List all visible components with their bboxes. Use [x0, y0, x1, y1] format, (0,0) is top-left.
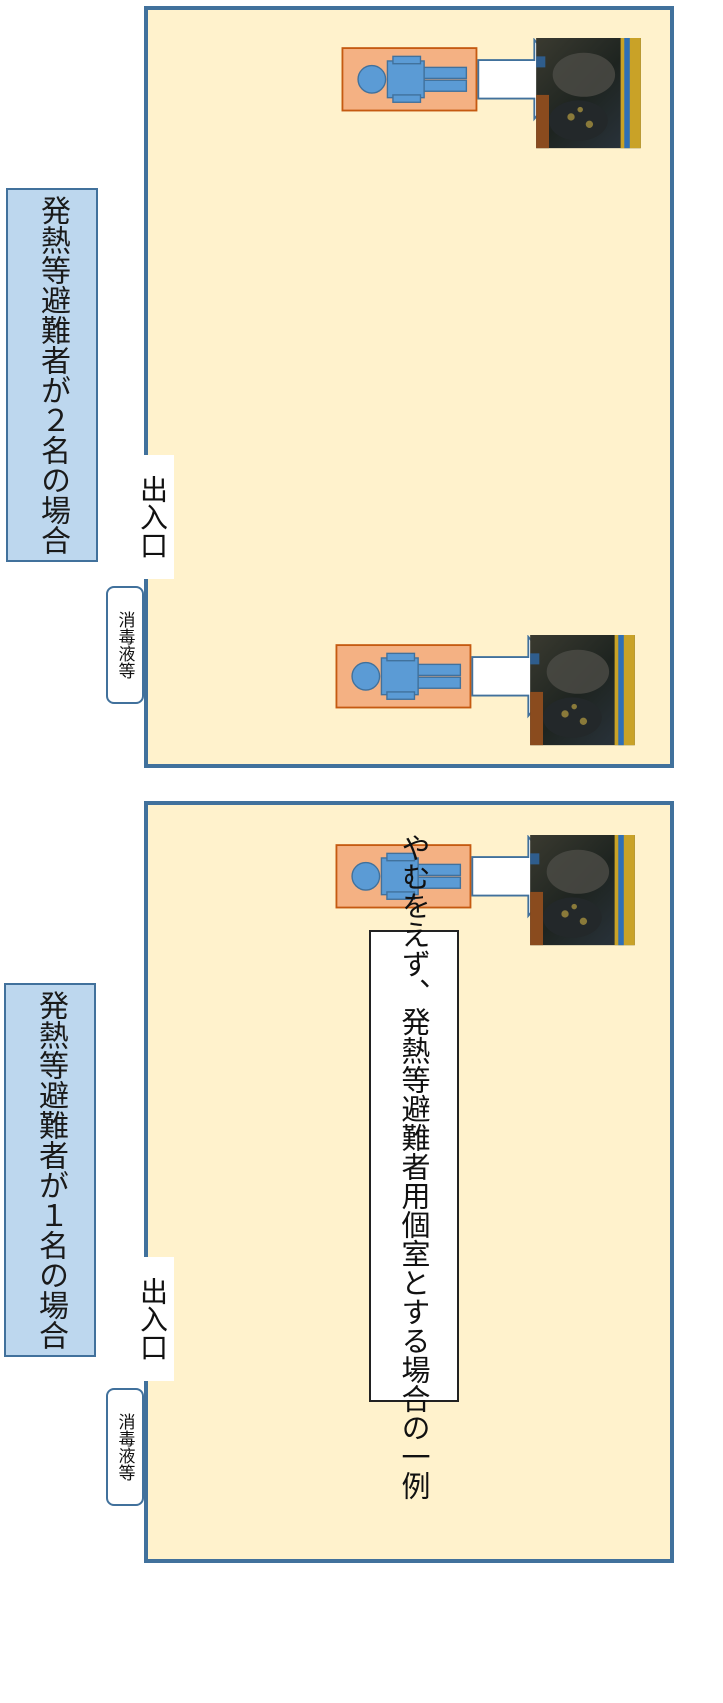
- room-1-title-line2: １名の場合: [33, 1200, 68, 1350]
- room-2-title-line2: ２名の場合: [35, 405, 70, 555]
- note-line2: 個室とする場合の一例: [397, 1209, 431, 1500]
- room-2-title-line1: 発熱等避難者が: [35, 195, 70, 405]
- person-lying-icon: [341, 38, 642, 150]
- note-line1: やむをえず、発熱等避難者用: [397, 832, 431, 1210]
- room-2-title: 発熱等避難者が ２名の場合: [6, 188, 98, 562]
- room-2-cot-2: [322, 635, 652, 747]
- person-lying-icon: [335, 635, 636, 747]
- room-2-cot-1: [328, 38, 658, 150]
- room-2-entrance-label: 出入口: [130, 455, 174, 579]
- room-1-title-line1: 発熱等避難者が: [33, 990, 68, 1200]
- room-2-disinfectant-label: 消毒液等: [106, 586, 144, 704]
- note-box: やむをえず、発熱等避難者用 個室とする場合の一例: [369, 833, 459, 1500]
- room-1-disinfectant-label: 消毒液等: [106, 1388, 144, 1506]
- room-1-entrance-label: 出入口: [130, 1257, 174, 1381]
- room-1-title: 発熱等避難者が １名の場合: [4, 983, 96, 1357]
